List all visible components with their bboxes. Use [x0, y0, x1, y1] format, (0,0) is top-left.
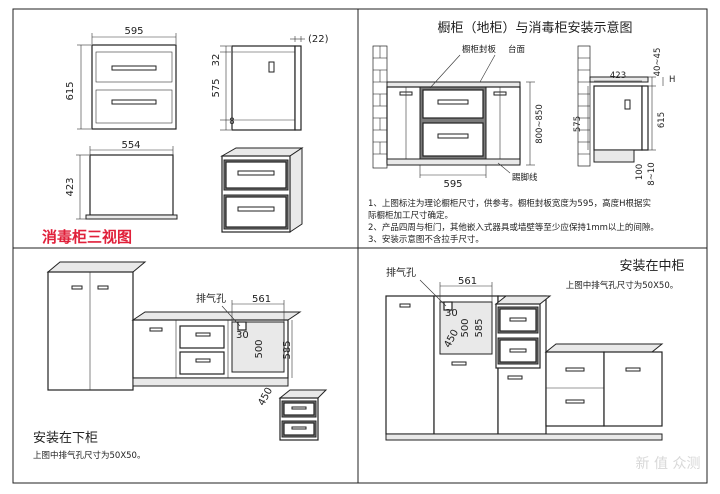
p3-dim-450: 450	[256, 386, 275, 408]
dim-H: H	[669, 75, 675, 85]
p4-dim-30: 30	[445, 308, 458, 319]
dim-100: 100	[635, 164, 645, 180]
p3-dim-561: 561	[252, 294, 271, 305]
dim-423: 423	[610, 71, 626, 81]
floor-cabinet-side: 423 40~45 H 615 575 100 8~10	[573, 45, 675, 186]
dim-595: 595	[443, 179, 462, 190]
dim-side-8: 8	[229, 117, 234, 127]
dim-8-10: 8~10	[647, 162, 657, 185]
dim-side-32: 32	[211, 54, 222, 67]
label-foot: 踢脚线	[512, 172, 538, 183]
panel2-notes: 1、上图标注为理论橱柜尺寸，供参考。橱柜封板宽度为595，高度H根据实 际橱柜加…	[368, 198, 659, 245]
dim-front-width: 595	[124, 26, 143, 37]
p3-dim-585: 585	[282, 340, 293, 359]
panel-middle-cabinet: 安装在中柜 上图中排气孔尺寸为50X50。 561 排气孔 30 500 585…	[385, 259, 685, 441]
dim-top-423: 423	[65, 177, 76, 196]
dim-575: 575	[573, 116, 583, 132]
dim-side-depth: (22)	[308, 34, 329, 45]
top-view: 554 423	[65, 140, 178, 220]
floor-cabinet-front: 595 800~850 橱柜封板 台面 踢脚线	[386, 44, 545, 190]
dim-800-850: 800~850	[535, 104, 545, 144]
note-2: 2、产品四周与柜门，其他嵌入式器具或墙壁等至少应保持1mm以上的间隙。	[368, 222, 659, 233]
note-3: 3、安装示意图不含拉手尺寸。	[368, 234, 484, 245]
label-top: 台面	[508, 44, 526, 55]
dim-top-554: 554	[121, 140, 140, 151]
panel3-title: 安装在下柜	[33, 431, 98, 446]
dim-615: 615	[657, 112, 667, 128]
p3-label-vent: 排气孔	[196, 292, 226, 305]
isometric-view	[220, 147, 304, 233]
outer-frame	[12, 8, 708, 484]
p3-dim-500: 500	[254, 339, 265, 358]
p3-dim-30: 30	[236, 330, 249, 341]
panel-lower-cabinet: 561 排气孔 30 500 585 450 安装在下柜 上图中排气孔尺寸为50…	[33, 261, 328, 461]
note-1: 1、上图标注为理论橱柜尺寸，供参考。橱柜封板宽度为595，高度H根据实	[368, 198, 651, 209]
panel4-note: 上图中排气孔尺寸为50X50。	[566, 280, 678, 291]
panel-three-views: 595 615 32 575 8 (22)	[42, 26, 329, 246]
panel-floor-cabinet: 橱柜（地柜）与消毒柜安装示意图	[368, 20, 675, 245]
p4-dim-585: 585	[474, 318, 485, 337]
panel1-title: 消毒柜三视图	[42, 228, 132, 246]
dim-front-height: 615	[65, 81, 76, 100]
side-view: 32 575 8 (22)	[211, 34, 329, 131]
panel4-title: 安装在中柜	[619, 259, 684, 274]
note-1b: 际橱柜加工尺寸确定。	[368, 210, 453, 221]
p4-label-vent: 排气孔	[386, 266, 416, 279]
panel2-title: 橱柜（地柜）与消毒柜安装示意图	[437, 20, 632, 36]
watermark: 新 值 众测	[636, 456, 701, 472]
front-view: 595 615	[65, 26, 177, 130]
dim-40-45: 40~45	[653, 48, 663, 77]
label-board: 橱柜封板	[462, 44, 497, 55]
panel3-note: 上图中排气孔尺寸为50X50。	[33, 450, 145, 461]
p4-dim-561: 561	[458, 276, 477, 287]
dim-side-575: 575	[211, 78, 222, 97]
p4-dim-500: 500	[460, 318, 471, 337]
left-wall	[372, 45, 388, 169]
